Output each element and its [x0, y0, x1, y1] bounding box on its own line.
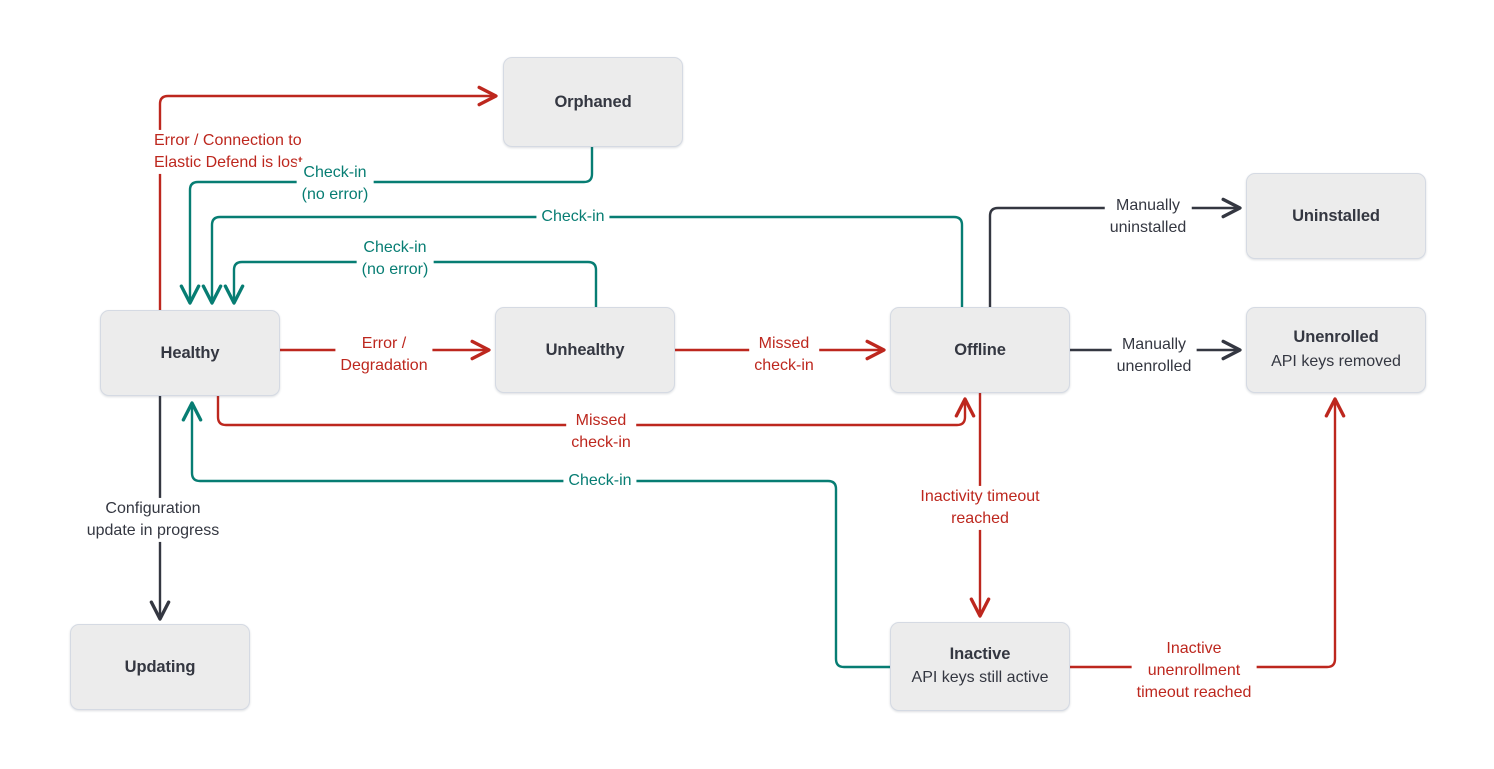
- edge-label-healthy-to-offline: Missed check-in: [566, 409, 636, 455]
- node-unenrolled-subtitle: API keys removed: [1271, 352, 1401, 370]
- node-orphaned[interactable]: Orphaned: [503, 57, 683, 147]
- edge-label-healthy-to-orphaned: Error / Connection to Elastic Defend is …: [154, 129, 308, 175]
- edge-label-inactive-to-healthy: Check-in: [563, 469, 637, 493]
- node-inactive[interactable]: Inactive API keys still active: [890, 622, 1070, 711]
- node-unenrolled[interactable]: Unenrolled API keys removed: [1246, 307, 1426, 393]
- node-unhealthy-title: Unhealthy: [545, 340, 625, 359]
- node-inactive-title: Inactive: [949, 644, 1011, 663]
- edge-healthy-to-orphaned: [158, 96, 495, 312]
- node-healthy-title: Healthy: [160, 343, 220, 362]
- edge-inactive-to-healthy: [192, 404, 892, 669]
- edge-label-unhealthy-to-offline: Missed check-in: [749, 332, 819, 378]
- edge-label-offline-to-unenrolled: Manually unenrolled: [1111, 333, 1197, 379]
- edge-offline-to-uninstalled: [988, 208, 1239, 309]
- edge-label-unhealthy-to-healthy: Check-in (no error): [356, 236, 434, 282]
- node-updating[interactable]: Updating: [70, 624, 250, 710]
- node-uninstalled[interactable]: Uninstalled: [1246, 173, 1426, 259]
- edge-orphaned-to-healthy: [190, 145, 594, 302]
- node-unenrolled-title: Unenrolled: [1293, 328, 1379, 347]
- edge-label-inactive-to-unenrolled: Inactive unenrollment timeout reached: [1131, 637, 1257, 705]
- node-inactive-subtitle: API keys still active: [911, 669, 1049, 687]
- edge-label-offline-to-uninstalled: Manually uninstalled: [1104, 194, 1192, 240]
- edge-label-orphaned-to-healthy: Check-in (no error): [296, 161, 374, 207]
- node-updating-title: Updating: [124, 657, 196, 676]
- node-orphaned-title: Orphaned: [554, 92, 632, 111]
- edge-label-healthy-to-updating: Configuration update in progress: [81, 497, 225, 543]
- node-unhealthy[interactable]: Unhealthy: [495, 307, 675, 393]
- node-uninstalled-title: Uninstalled: [1292, 206, 1380, 225]
- edge-label-healthy-to-unhealthy: Error / Degradation: [335, 332, 433, 378]
- node-offline[interactable]: Offline: [890, 307, 1070, 393]
- edge-label-offline-to-healthy: Check-in: [536, 205, 610, 229]
- edge-label-offline-to-inactive: Inactivity timeout reached: [915, 485, 1045, 531]
- edge-inactive-to-unenrolled: [1068, 400, 1335, 669]
- node-healthy[interactable]: Healthy: [100, 310, 280, 396]
- node-offline-title: Offline: [954, 340, 1006, 359]
